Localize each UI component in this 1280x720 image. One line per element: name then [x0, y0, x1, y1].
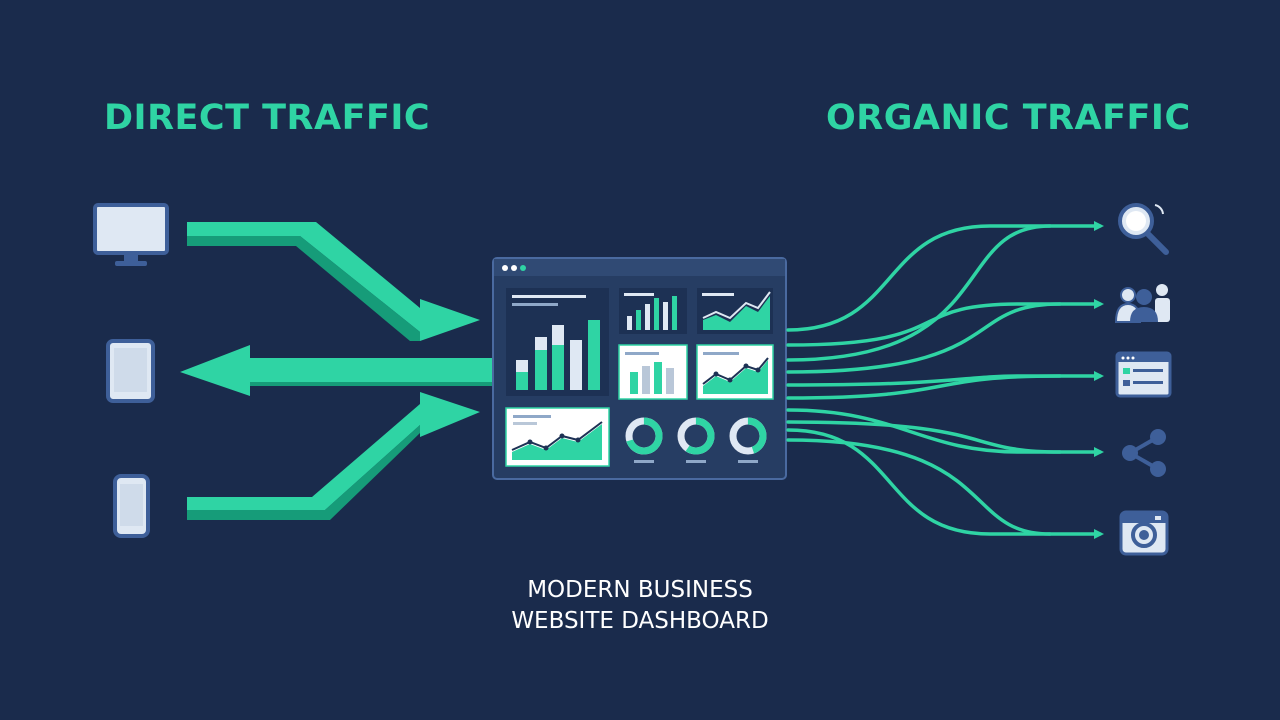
- desktop-monitor-icon: [93, 203, 169, 266]
- arrow-dashboard-to-tablet: [180, 345, 493, 396]
- window-dot-icon: [511, 265, 517, 271]
- donut-chart-widget: [625, 417, 663, 463]
- bar-chart-widget: [506, 288, 609, 396]
- share-icon: [1122, 429, 1166, 477]
- tablet-icon: [106, 339, 155, 403]
- donut-chart-widget: [729, 417, 767, 463]
- caption-line-1: MODERN BUSINESS: [527, 577, 753, 603]
- direct-traffic-heading: DIRECT TRAFFIC: [104, 98, 431, 138]
- direct-traffic-arrows: [180, 222, 493, 520]
- organic-traffic-curves: [786, 221, 1104, 539]
- people-group-icon: [1114, 284, 1170, 323]
- organic-traffic-heading: ORGANIC TRAFFIC: [826, 98, 1191, 138]
- area-chart-widget: [505, 407, 610, 467]
- arrow-desktop-to-dashboard: [187, 222, 480, 341]
- arrow-phone-to-dashboard: [187, 392, 480, 520]
- caption-line-2: WEBSITE DASHBOARD: [511, 608, 769, 634]
- window-dot-icon: [520, 265, 526, 271]
- area-chart-widget: [697, 288, 773, 334]
- donut-chart-widget: [677, 417, 715, 463]
- area-chart-widget: [696, 344, 774, 400]
- bar-chart-widget: [618, 344, 688, 400]
- dashboard-caption: MODERN BUSINESS WEBSITE DASHBOARD: [440, 575, 840, 637]
- dashboard-window: [492, 257, 787, 480]
- camera-app-icon: [1119, 510, 1169, 556]
- smartphone-icon: [113, 474, 150, 538]
- browser-window-icon: [1115, 351, 1172, 398]
- search-magnifier-icon: [1118, 203, 1169, 255]
- window-dot-icon: [502, 265, 508, 271]
- bar-chart-widget: [619, 288, 687, 334]
